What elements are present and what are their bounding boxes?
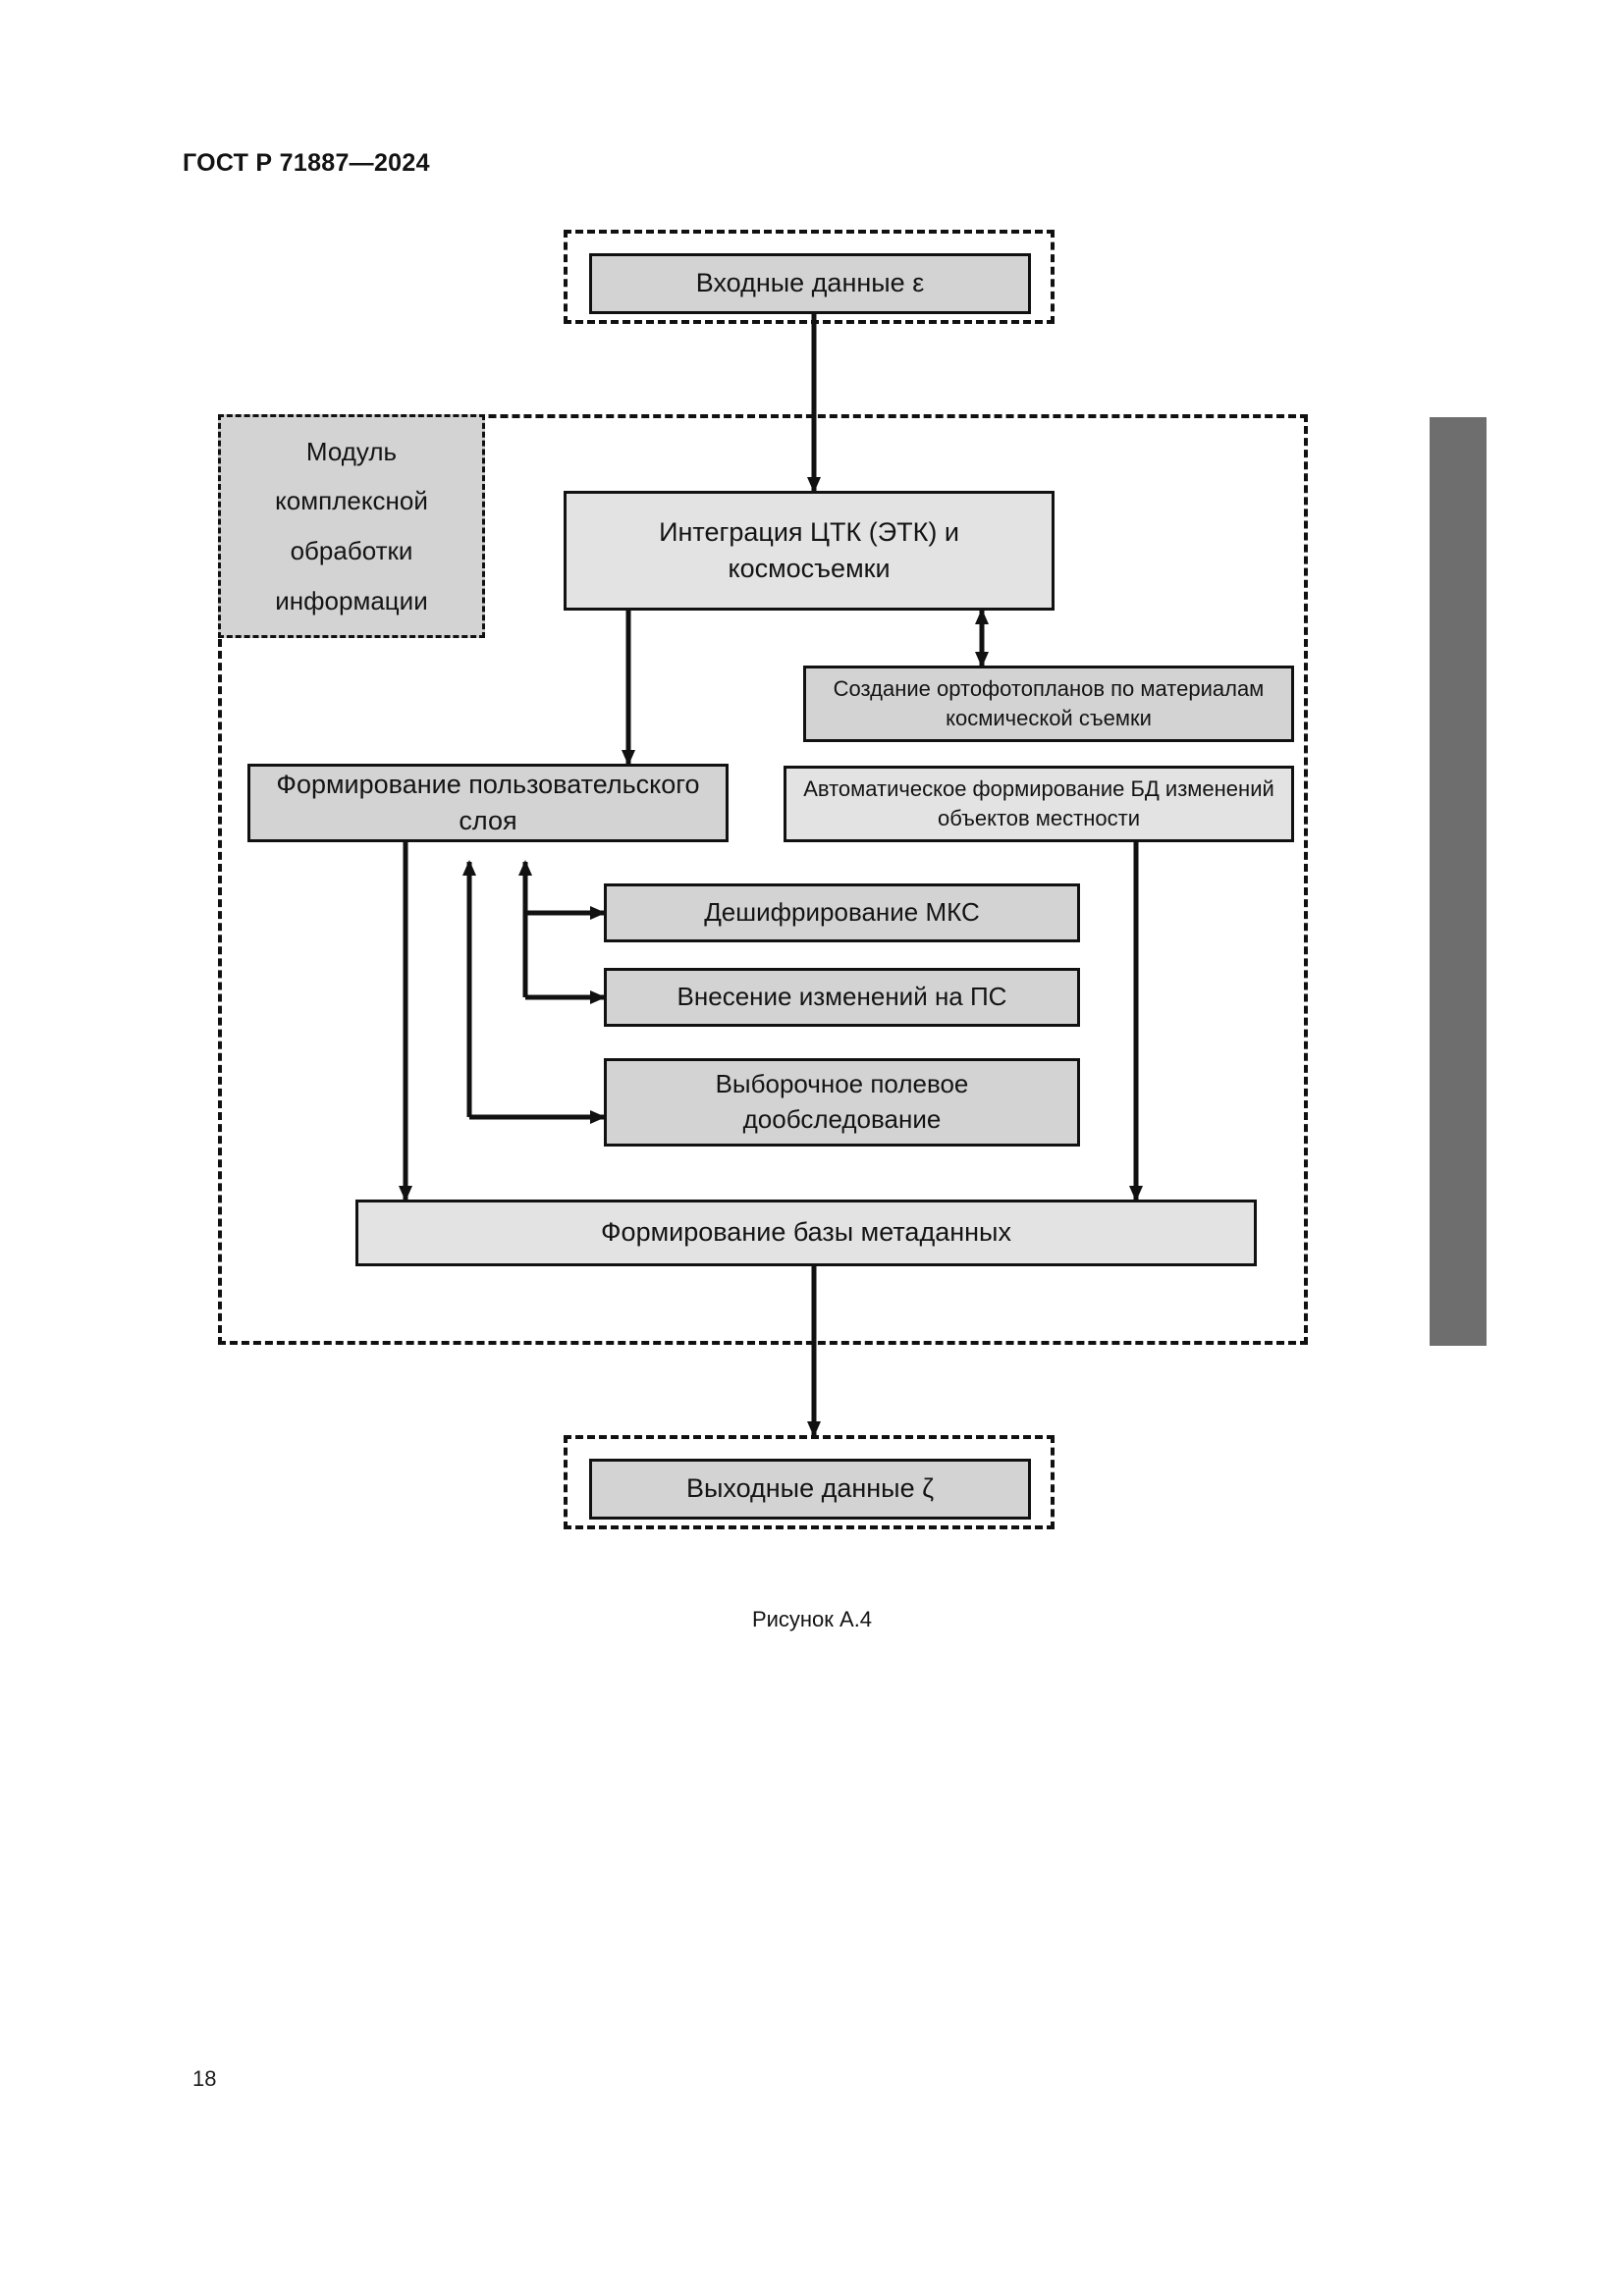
document-header-standard-number: ГОСТ Р 71887—2024 [183, 149, 430, 177]
module-title-line-2: комплексной [275, 486, 428, 516]
node-metadata-base-label: Формирование базы метаданных [601, 1217, 1011, 1248]
module-title-line-4: информации [275, 585, 428, 615]
input-data-group [564, 230, 1055, 324]
node-input-data-label: Входные данные ε [695, 268, 925, 298]
node-input-data[interactable]: Входные данные ε [589, 253, 1031, 314]
node-orthophoto-creation[interactable]: Создание ортофотопланов по материалам ко… [803, 666, 1294, 742]
module-title-line-1: Модуль [305, 436, 398, 466]
module-title-line-3: обработки [290, 536, 413, 565]
page-number: 18 [192, 2066, 217, 2091]
node-field-survey-label: Выборочное полевое дообследование [715, 1069, 969, 1134]
node-metadata-base[interactable]: Формирование базы метаданных [355, 1200, 1257, 1266]
module-title-tag: Модуль комплексной обработки информации [218, 414, 485, 638]
node-mks-decoding-label: Дешифрирование МКС [704, 897, 980, 928]
figure-caption: Рисунок А.4 [751, 1607, 873, 1631]
node-output-data-label: Выходные данные ζ [685, 1473, 935, 1504]
scan-artifact-bar [1430, 417, 1487, 1346]
node-output-data[interactable]: Выходные данные ζ [589, 1459, 1031, 1520]
node-orthophoto-creation-label: Создание ортофотопланов по материалам ко… [833, 675, 1265, 730]
node-user-layer-formation[interactable]: Формирование пользовательского слоя [247, 764, 729, 842]
node-integration-label: Интеграция ЦТК (ЭТК) и космосъемки [659, 516, 959, 583]
node-user-layer-formation-label: Формирование пользовательского слоя [276, 769, 700, 835]
processing-module-group [218, 414, 1308, 1345]
node-auto-change-db-label: Автоматическое формирование БД изменений… [803, 775, 1274, 830]
node-apply-changes-label: Внесение изменений на ПС [677, 982, 1007, 1012]
node-field-survey[interactable]: Выборочное полевое дообследование [604, 1058, 1080, 1147]
node-apply-changes[interactable]: Внесение изменений на ПС [604, 968, 1080, 1027]
node-auto-change-db[interactable]: Автоматическое формирование БД изменений… [784, 766, 1294, 842]
node-mks-decoding[interactable]: Дешифрирование МКС [604, 883, 1080, 942]
node-integration[interactable]: Интеграция ЦТК (ЭТК) и космосъемки [564, 491, 1055, 611]
output-data-group [564, 1435, 1055, 1529]
